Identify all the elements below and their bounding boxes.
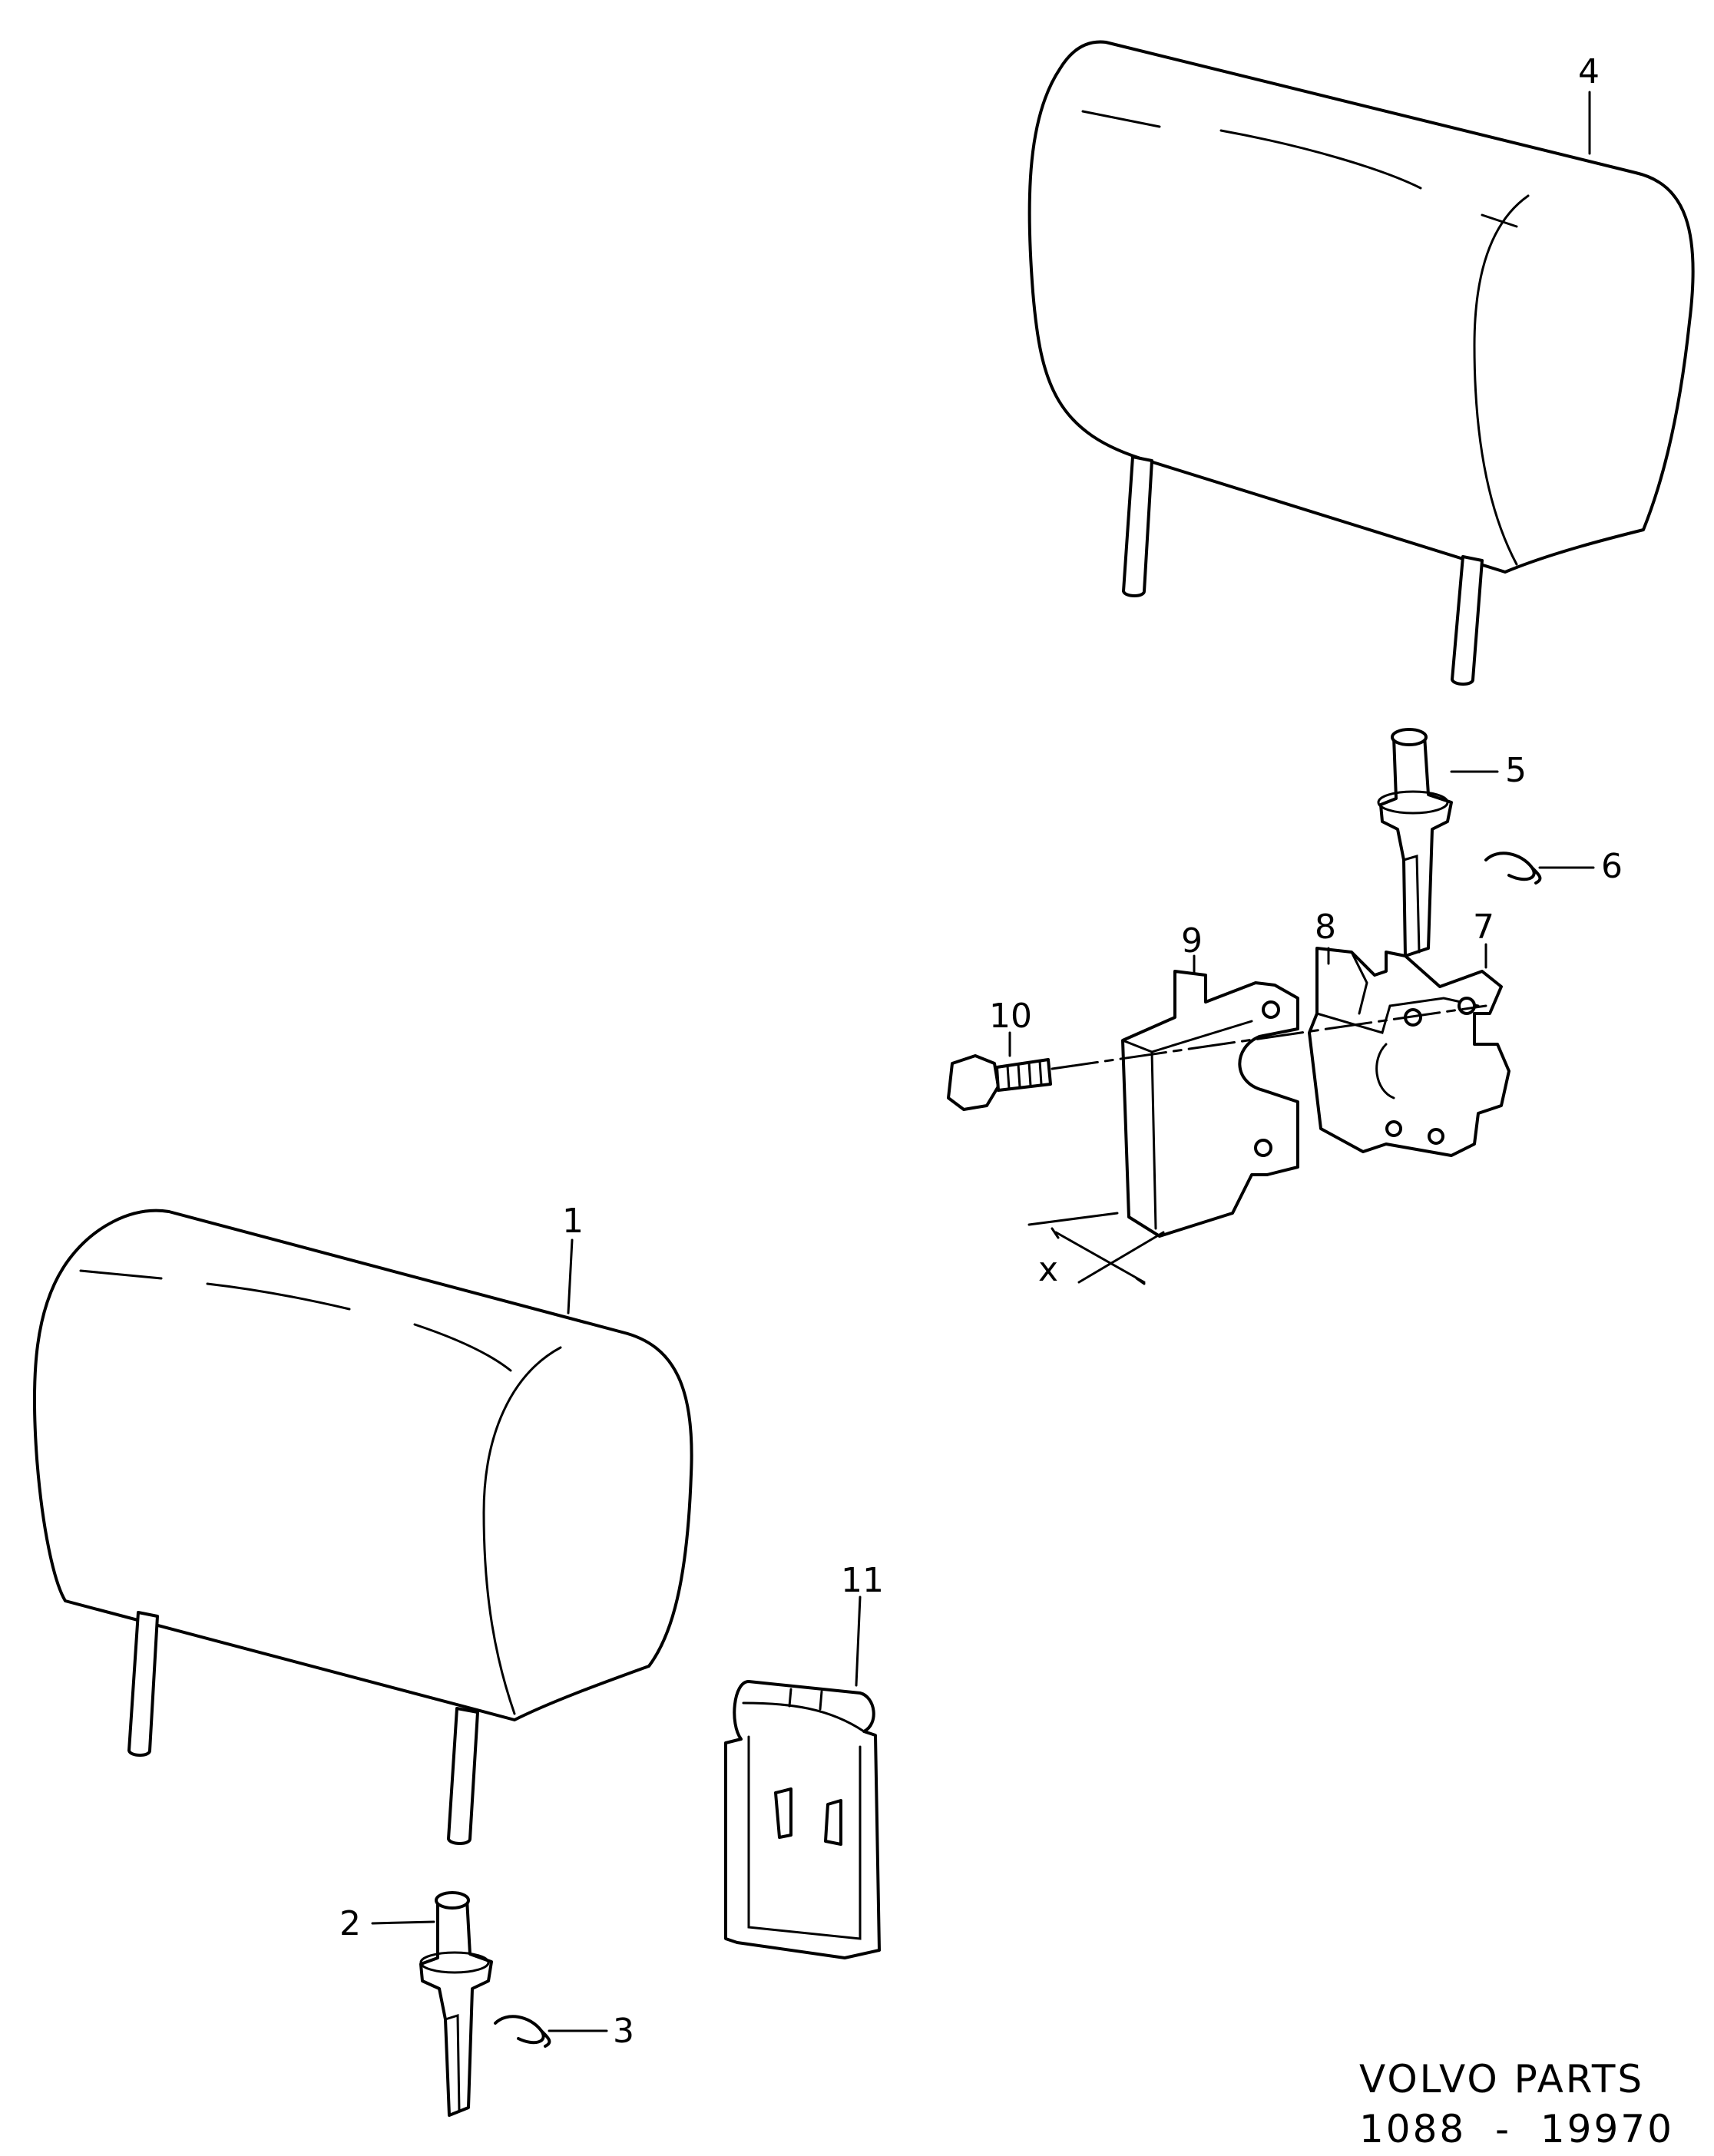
callout-4: 4 — [1578, 52, 1600, 91]
callout-3: 3 — [613, 2012, 634, 2051]
callout-9: 9 — [1181, 921, 1203, 961]
callout-7: 7 — [1473, 908, 1494, 947]
leader-lines — [371, 91, 1595, 2032]
guide-sleeve-upper — [1377, 728, 1453, 957]
bracket-9 — [1121, 970, 1299, 1238]
spring-clip-lower — [494, 2015, 551, 2048]
dimension-x — [1027, 1212, 1165, 1285]
callout-x: x — [1038, 1250, 1058, 1289]
callout-6: 6 — [1601, 847, 1623, 886]
clamp-assembly — [1308, 947, 1511, 1157]
callout-10: 10 — [989, 997, 1032, 1036]
headrest-upper — [1027, 40, 1695, 686]
callout-11: 11 — [841, 1561, 884, 1600]
cover-plate-11 — [724, 1680, 881, 1959]
guide-sleeve-lower — [419, 1891, 493, 2117]
spring-clip-upper — [1484, 851, 1542, 885]
callout-5: 5 — [1505, 751, 1527, 790]
callout-8: 8 — [1315, 908, 1336, 947]
headrest-lower — [32, 1209, 693, 1845]
bolt-10 — [947, 1004, 1487, 1111]
footer-brand: VOLVO PARTS — [1359, 2057, 1644, 2101]
footer-code: 1088 - 19970 — [1359, 2107, 1674, 2151]
callout-2: 2 — [339, 1904, 361, 1943]
callout-1: 1 — [562, 1202, 584, 1241]
